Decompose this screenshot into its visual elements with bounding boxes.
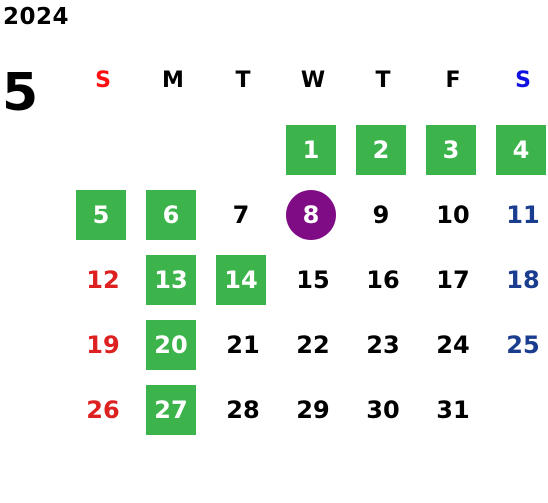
day-cell[interactable]: 19 — [86, 331, 120, 359]
day-cell[interactable]: 17 — [436, 266, 470, 294]
weekday-wednesday: W — [300, 67, 326, 93]
day-cell[interactable]: 26 — [86, 396, 120, 424]
day-cell[interactable]: 30 — [366, 396, 400, 424]
day-cell[interactable]: 9 — [372, 201, 390, 229]
day-cell[interactable]: 22 — [296, 331, 330, 359]
day-cell[interactable]: 4 — [496, 125, 546, 175]
day-cell[interactable]: 20 — [146, 320, 196, 370]
day-cell[interactable]: 28 — [226, 396, 260, 424]
weekday-friday: F — [445, 67, 461, 93]
day-cell[interactable]: 1 — [286, 125, 336, 175]
day-cell[interactable]: 7 — [232, 201, 250, 229]
day-cell[interactable]: 24 — [436, 331, 470, 359]
day-cell[interactable]: 25 — [506, 331, 540, 359]
day-cell[interactable]: 10 — [436, 201, 470, 229]
day-cell[interactable]: 18 — [506, 266, 540, 294]
day-cell-today[interactable]: 8 — [286, 190, 336, 240]
day-cell[interactable]: 12 — [86, 266, 120, 294]
weekday-tuesday: T — [235, 67, 251, 93]
day-cell[interactable]: 15 — [296, 266, 330, 294]
day-cell[interactable]: 2 — [356, 125, 406, 175]
weekday-saturday: S — [515, 67, 531, 93]
weekday-sunday: S — [95, 67, 111, 93]
day-cell[interactable]: 16 — [366, 266, 400, 294]
day-cell[interactable]: 31 — [436, 396, 470, 424]
day-cell[interactable]: 14 — [216, 255, 266, 305]
day-cell[interactable]: 5 — [76, 190, 126, 240]
day-cell[interactable]: 27 — [146, 385, 196, 435]
month-number: 5 — [2, 63, 39, 123]
day-cell[interactable]: 3 — [426, 125, 476, 175]
weekday-monday: M — [162, 67, 184, 93]
year-label: 2024 — [3, 4, 70, 30]
day-cell[interactable]: 29 — [296, 396, 330, 424]
day-cell[interactable]: 21 — [226, 331, 260, 359]
day-cell-today-label: 8 — [302, 201, 320, 229]
day-cell[interactable]: 11 — [506, 201, 540, 229]
day-cell[interactable]: 23 — [366, 331, 400, 359]
day-cell[interactable]: 13 — [146, 255, 196, 305]
weekday-thursday: T — [375, 67, 391, 93]
day-cell[interactable]: 6 — [146, 190, 196, 240]
